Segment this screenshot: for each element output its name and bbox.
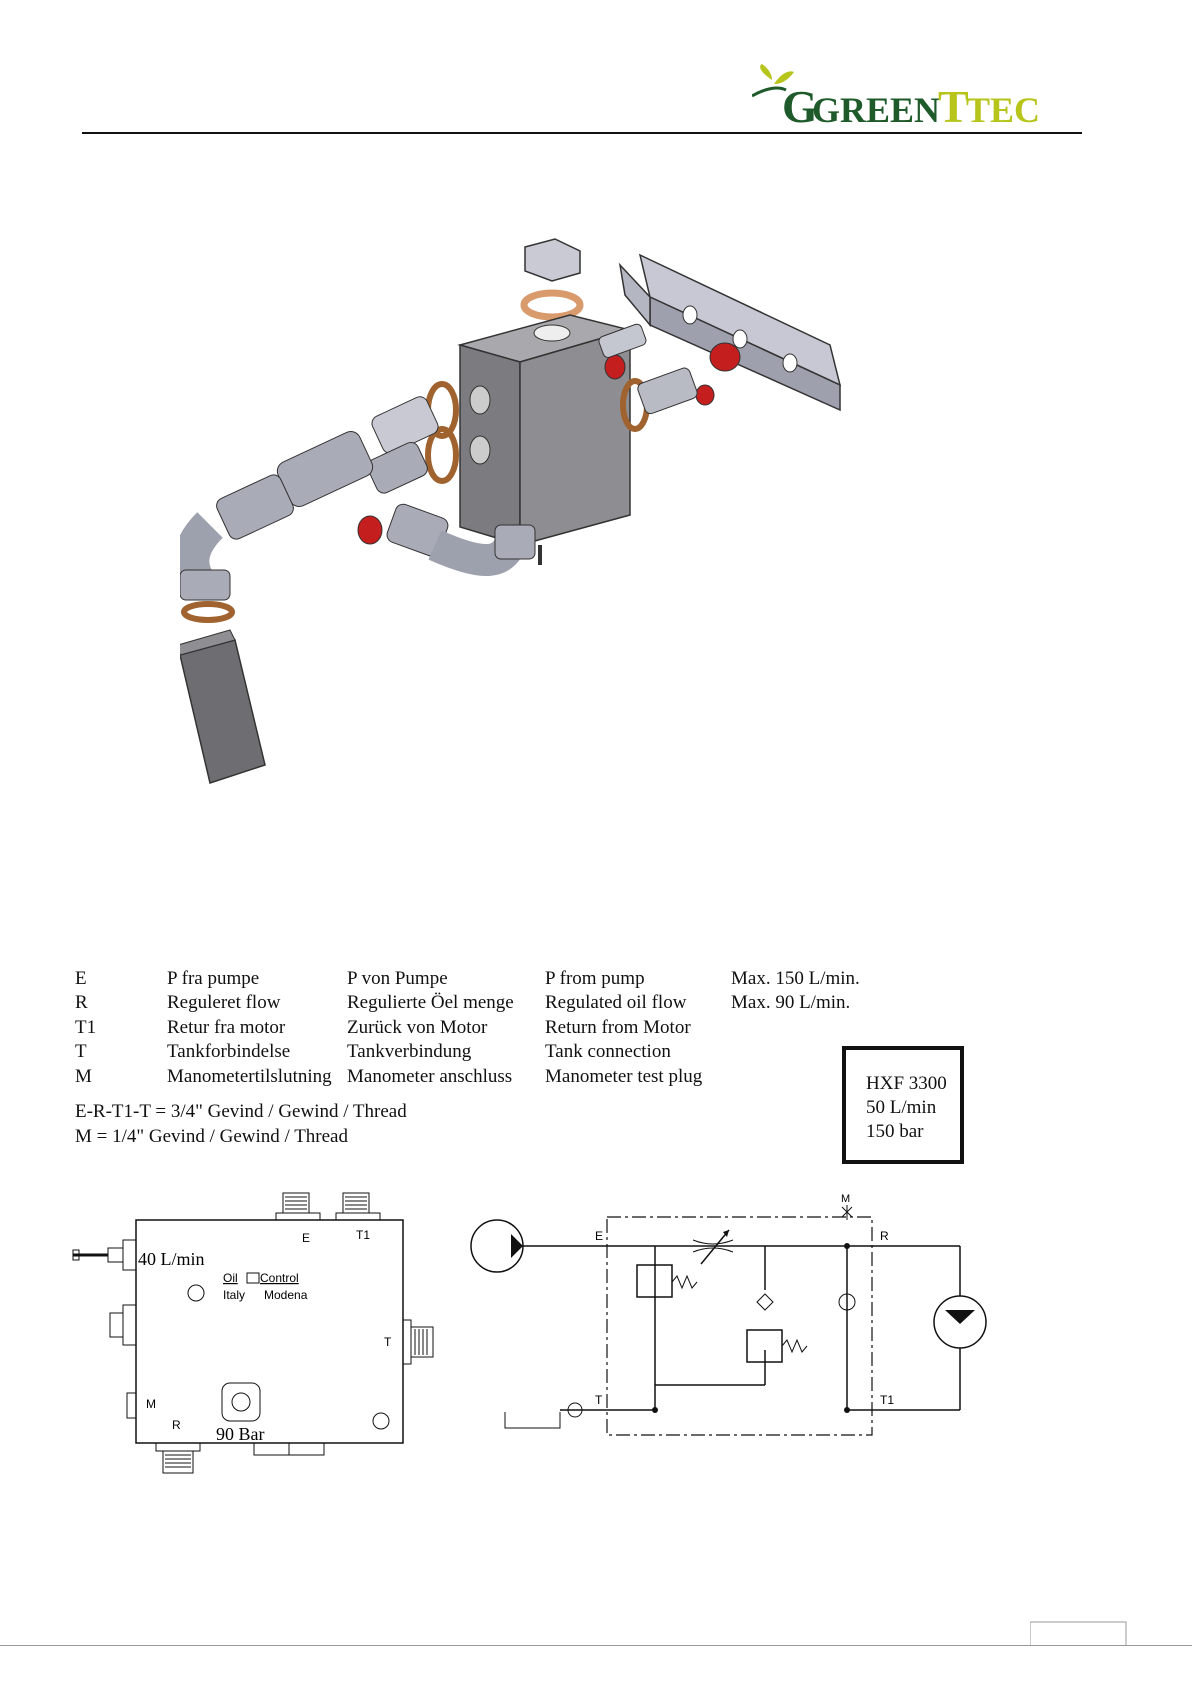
spec-box: HXF 3300 50 L/min 150 bar	[842, 1046, 964, 1164]
legend-german: Regulierte Öel menge	[347, 992, 514, 1013]
header-divider	[82, 132, 1082, 134]
block-flow-label: 40 L/min	[138, 1249, 205, 1269]
block-port-e-label: E	[302, 1231, 310, 1245]
valve-assembly-illustration	[180, 238, 842, 784]
valve-block	[457, 314, 633, 565]
block-origin-modena: Modena	[264, 1288, 308, 1302]
legend-port: R	[75, 992, 88, 1013]
legend-german: Zurück von Motor	[347, 1017, 488, 1038]
spec-flow: 50 L/min	[866, 1097, 937, 1118]
mounting-bracket	[618, 253, 842, 412]
schematic-port-r: R	[880, 1229, 889, 1243]
footer-divider	[0, 1645, 1192, 1646]
check-valve-cartridge	[180, 629, 266, 784]
top-ports	[275, 1192, 381, 1221]
block-origin-italy: Italy	[223, 1288, 245, 1302]
top-plug	[520, 238, 584, 321]
block-brand-control: Control	[260, 1271, 299, 1285]
svg-text:G: G	[782, 81, 818, 132]
legend-german: P von Pumpe	[347, 968, 448, 989]
variable-throttle	[692, 1229, 734, 1265]
svg-text:T: T	[938, 81, 969, 132]
legend-max: Max. 150 L/min.	[731, 968, 860, 989]
thread-spec-main: E-R-T1-T = 3/4" Gevind / Gewind / Thread	[75, 1101, 407, 1122]
pressure-compensator	[636, 1264, 673, 1298]
spec-pressure: 150 bar	[866, 1121, 924, 1142]
check-valve-symbol	[838, 1293, 856, 1311]
schematic-port-m: M	[841, 1193, 850, 1205]
legend-danish: Manometertilslutning	[167, 1066, 332, 1087]
filter-symbol	[756, 1293, 774, 1311]
legend-port: T1	[75, 1017, 97, 1038]
tank-symbol	[504, 1402, 583, 1429]
legend-english: Return from Motor	[545, 1017, 691, 1038]
pump-symbol	[470, 1219, 524, 1273]
legend-german: Manometer anschluss	[347, 1066, 513, 1087]
legend-danish: Reguleret flow	[167, 992, 281, 1013]
block-port-r-label: R	[172, 1418, 181, 1432]
red-caps	[357, 342, 741, 545]
legend-english: Manometer test plug	[545, 1066, 703, 1087]
schematic-port-t1: T1	[880, 1393, 894, 1407]
page-number-tab	[1030, 1621, 1127, 1646]
leaf-icon	[752, 64, 794, 98]
legend-danish: Tankforbindelse	[167, 1041, 291, 1062]
legend-danish: P fra pumpe	[167, 968, 260, 989]
logo-text-tec: TEC	[966, 90, 1040, 130]
schematic-port-t: T	[595, 1393, 603, 1407]
block-port-m-label: M	[146, 1397, 156, 1411]
thread-spec-m: M = 1/4" Gevind / Gewind / Thread	[75, 1126, 348, 1147]
greentec-logo: G GREEN T TEC	[752, 64, 1040, 132]
legend-german: Tankverbindung	[347, 1041, 472, 1062]
legend-max: Max. 90 L/min.	[731, 992, 851, 1013]
right-fittings	[598, 323, 698, 432]
logo-text-green: GREEN	[812, 90, 940, 130]
block-port-t-label: T	[384, 1335, 392, 1349]
spec-model: HXF 3300	[866, 1073, 947, 1094]
legend-port: T	[75, 1041, 87, 1062]
legend-english: Tank connection	[545, 1041, 671, 1062]
block-brand-oil: Oil	[223, 1271, 238, 1285]
legend-danish: Retur fra motor	[167, 1017, 286, 1038]
legend-english: P from pump	[545, 968, 645, 989]
valve-block-drawing: E T1 T 40 L/min M Oil Control Italy Mode…	[72, 1192, 434, 1474]
left-fittings	[180, 381, 459, 623]
motor-symbol	[933, 1295, 987, 1349]
legend-english: Regulated oil flow	[545, 992, 687, 1013]
bottom-elbow-fitting	[386, 503, 536, 576]
schematic-port-e: E	[595, 1229, 603, 1243]
hydraulic-schematic: M E R T T1	[470, 1193, 987, 1436]
legend-port: E	[75, 968, 87, 989]
block-pressure-label: 90 Bar	[216, 1424, 265, 1444]
block-port-t1-label: T1	[356, 1228, 370, 1242]
oil-control-icon	[246, 1272, 260, 1284]
legend-port: M	[75, 1066, 92, 1087]
